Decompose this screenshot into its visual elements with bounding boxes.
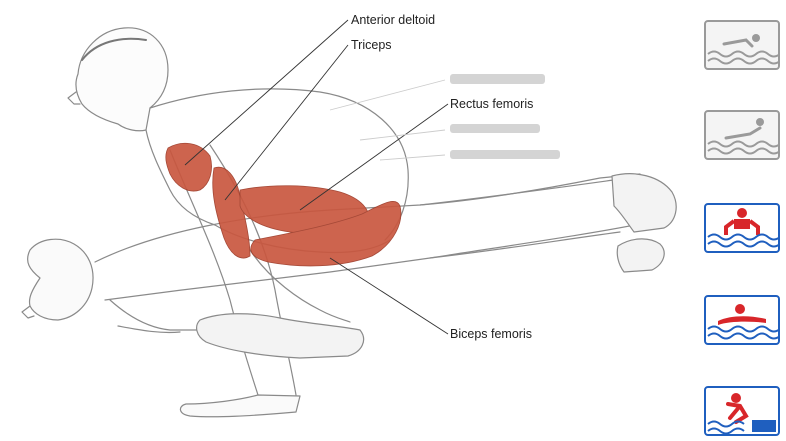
faded-label-3 [450, 150, 560, 159]
leader-faded-3 [380, 155, 445, 160]
muscle-anterior-deltoid [166, 143, 212, 191]
front-shoe [197, 314, 364, 358]
leader-triceps [225, 45, 348, 200]
mountain-climber-illustration [0, 0, 690, 441]
leader-faded-2 [360, 130, 445, 140]
rear-shoe [612, 174, 676, 232]
extended-leg [420, 178, 640, 258]
leader-faded-1 [330, 80, 445, 110]
faded-label-2 [450, 124, 540, 133]
label-triceps: Triceps [351, 38, 392, 52]
faded-label-1 [450, 74, 545, 84]
lower-head [28, 239, 93, 320]
swimmer-gray-freestyle-icon [704, 20, 780, 70]
swimmer-red-crouch-icon [704, 386, 780, 436]
label-biceps-femoris: Biceps femoris [450, 327, 532, 341]
label-anterior-deltoid: Anterior deltoid [351, 13, 435, 27]
swimmer-gray-diving-icon [704, 110, 780, 160]
lower-arm [110, 300, 200, 330]
swimmer-red-pushup-icon [704, 203, 780, 253]
upper-hand [180, 395, 300, 417]
leader-biceps-femoris [330, 258, 448, 334]
leader-rectus-femoris [300, 104, 448, 210]
swimmer-red-plank-icon [704, 295, 780, 345]
upper-head [76, 28, 168, 131]
label-rectus-femoris: Rectus femoris [450, 97, 533, 111]
